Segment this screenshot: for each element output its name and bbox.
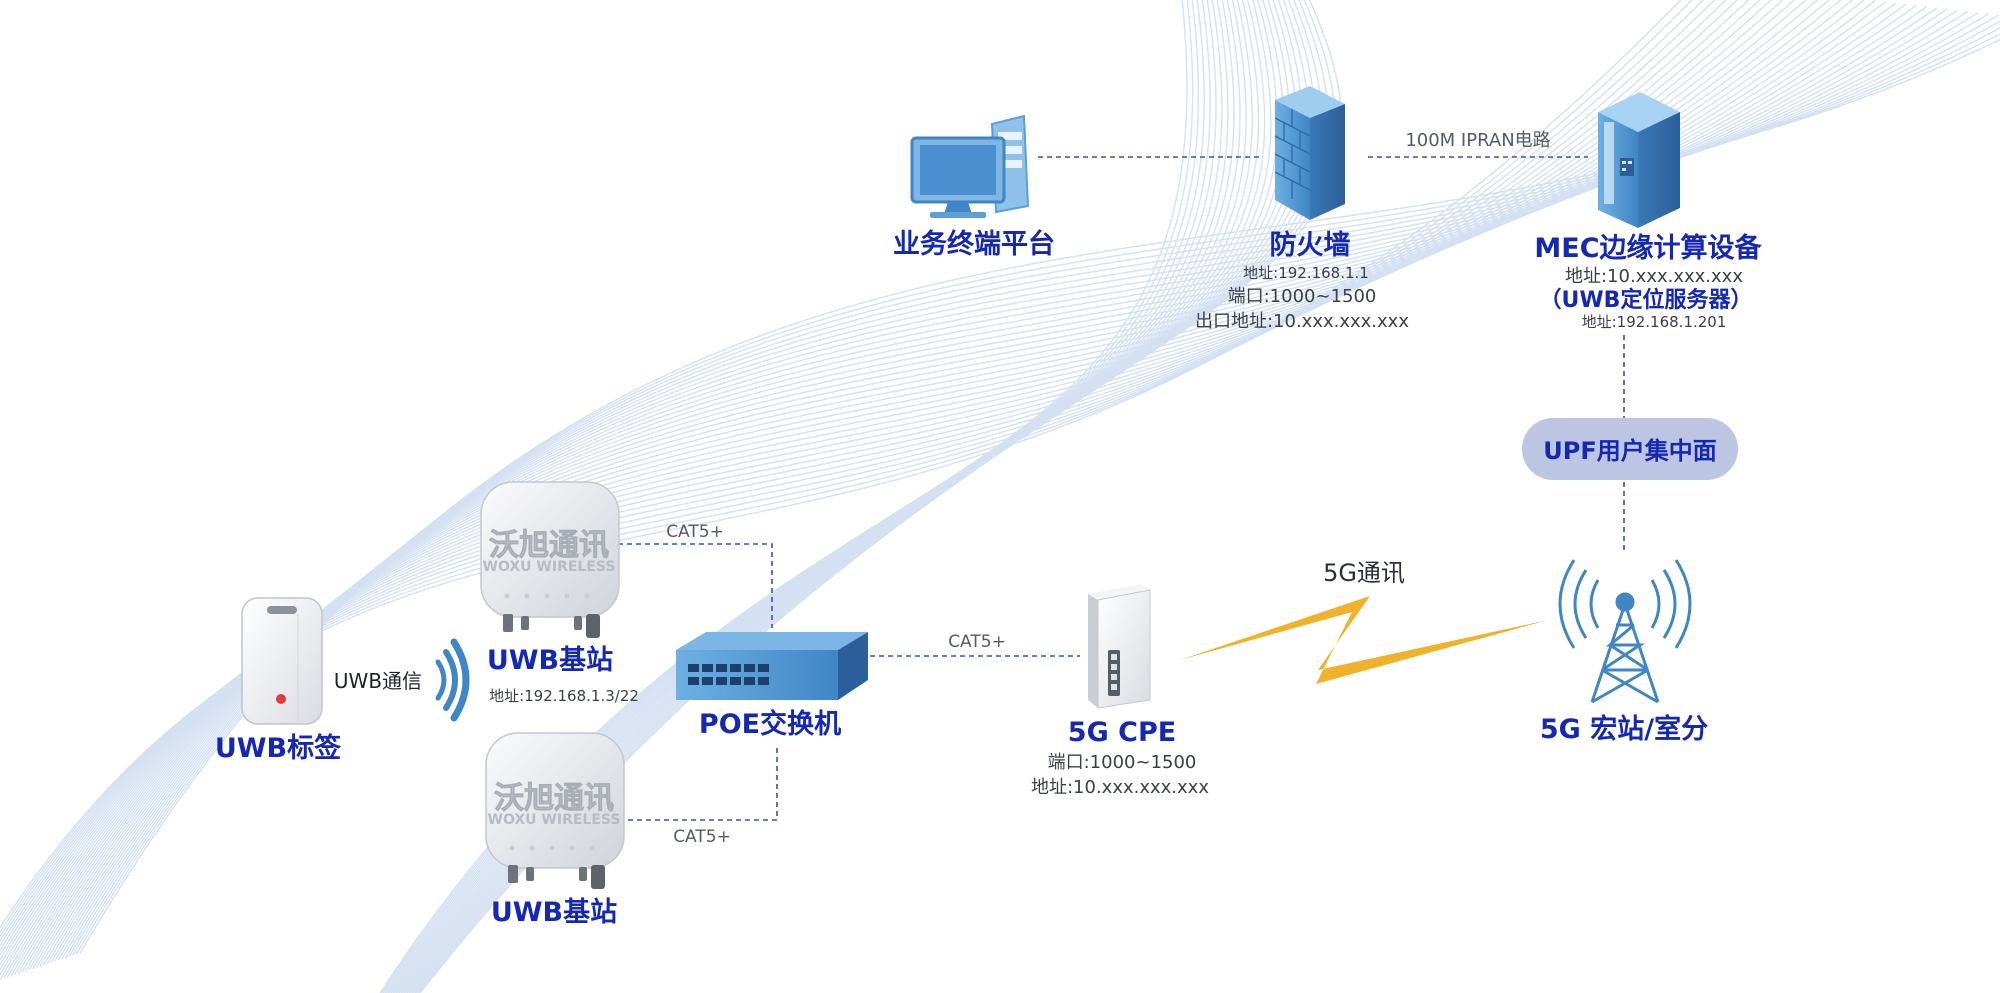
poe-switch-label: POE交换机 [699,708,841,740]
cpe-address: 地址:10.xxx.xxx.xxx [1031,777,1209,798]
link-label-ipran: 100M IPRAN电路 [1405,130,1550,151]
mec-inner-address: 地址:192.168.1.201 [1582,313,1727,331]
uwb-station-bottom-label: UWB基站 [491,897,617,928]
link-station-bottom-poe [628,746,778,821]
uwb-station-bottom-icon: 沃旭通讯 WOXU WIRELESS [485,732,625,889]
uwb-tag-icon [241,597,323,725]
tower-label: 5G 宏站/室分 [1540,713,1708,745]
firewall-label: 防火墙 [1270,230,1351,261]
mec-server-icon [1598,92,1680,228]
upf-label: UPF用户集中面 [1543,437,1716,465]
uwb-signal-icon [435,638,470,722]
cpe-icon [1088,584,1151,709]
link-label-cat5-top: CAT5+ [666,522,724,542]
firewall-exit-address: 出口地址:10.xxx.xxx.xxx [1195,311,1409,332]
lightning-5g-link [1180,596,1548,684]
link-station-top-poe [618,543,773,628]
terminal-platform-label: 业务终端平台 [893,228,1055,260]
connection-lines [618,156,1625,821]
firewall-icon [1274,86,1345,220]
firewall-port: 端口:1000~1500 [1228,286,1377,307]
firewall-address: 地址:192.168.1.1 [1243,264,1369,282]
terminal-platform-icon [910,114,1030,218]
tower-icon [1558,559,1692,704]
mec-label: MEC边缘计算设备 [1534,232,1762,264]
link-label-cat5-cpe: CAT5+ [948,632,1006,652]
cpe-label: 5G CPE [1068,717,1176,748]
upf-pill [1522,418,1738,480]
lightning-label: 5G通讯 [1323,559,1405,587]
uwb-comm-label: UWB通信 [334,669,422,693]
uwb-station-top-address: 地址:192.168.1.3/22 [489,687,639,705]
uwb-station-top-brand-cn: 沃旭通讯 [489,528,609,563]
link-label-cat5-bottom: CAT5+ [673,827,731,847]
mec-uwb-server: （UWB定位服务器） [1540,287,1753,313]
uwb-tag-label: UWB标签 [215,732,342,764]
uwb-station-top-brand-en: WOXU WIRELESS [483,559,616,575]
cpe-port: 端口:1000~1500 [1048,752,1197,773]
mec-address: 地址:10.xxx.xxx.xxx [1565,266,1743,287]
uwb-station-top-label: UWB基站 [487,645,613,676]
uwb-station-bottom-brand-cn: 沃旭通讯 [494,781,614,816]
poe-switch-icon [676,632,868,700]
uwb-station-bottom-brand-en: WOXU WIRELESS [488,812,621,828]
uwb-station-top-icon: 沃旭通讯 WOXU WIRELESS [480,481,620,638]
